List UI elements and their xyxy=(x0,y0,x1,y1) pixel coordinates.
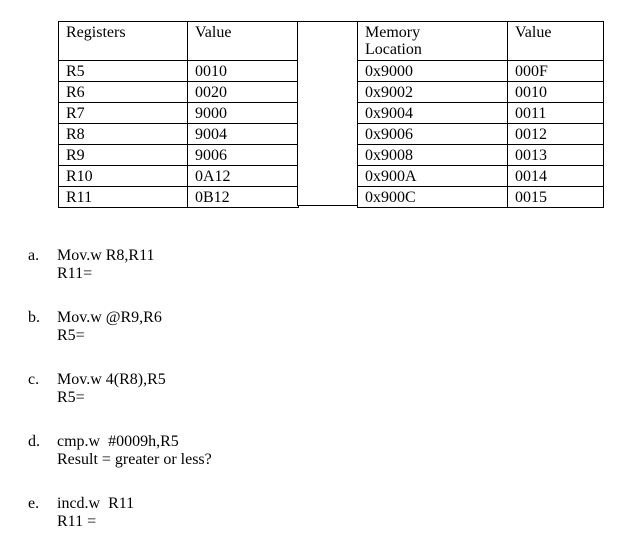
register-value-cell: 9006 xyxy=(187,144,299,166)
question-instruction: Mov.w @R9,R6 xyxy=(57,309,162,326)
memory-address-cell: 0x9002 xyxy=(357,81,508,103)
question-instruction: cmp.w #0009h,R5 xyxy=(57,433,179,450)
memory-value-cell: 000F xyxy=(507,60,604,82)
table-row: R7 9000 xyxy=(58,102,299,124)
questions-list: a. Mov.w R8,R11 R11= b. Mov.w @R9,R6 R5=… xyxy=(28,247,212,550)
registers-table: Registers Value R5 0010 R6 0020 R7 9000 … xyxy=(58,21,299,208)
table-row: 0x900C 0015 xyxy=(357,186,604,208)
question-label: a. xyxy=(28,247,40,264)
question-body: Mov.w 4(R8),R5 R5= xyxy=(57,371,166,407)
table-row: R10 0A12 xyxy=(58,165,299,187)
question-prompt: R11= xyxy=(57,265,93,282)
memory-address-cell: 0x900C xyxy=(357,186,508,208)
register-name-cell: R6 xyxy=(58,81,188,103)
registers-header-cell: Registers xyxy=(58,21,188,61)
memory-value-cell: 0010 xyxy=(507,81,604,103)
table-row: R6 0020 xyxy=(58,81,299,103)
registers-value-header-cell: Value xyxy=(187,21,299,61)
memory-address-cell: 0x9000 xyxy=(357,60,508,82)
table-row: R11 0B12 xyxy=(58,186,299,208)
question-body: Mov.w @R9,R6 R5= xyxy=(57,309,162,345)
register-name-cell: R9 xyxy=(58,144,188,166)
memory-address-cell: 0x900A xyxy=(357,165,508,187)
register-name-cell: R5 xyxy=(58,60,188,82)
memory-address-cell: 0x9006 xyxy=(357,123,508,145)
register-name-cell: R11 xyxy=(58,186,188,208)
memory-value-cell: 0015 xyxy=(507,186,604,208)
register-name-cell: R7 xyxy=(58,102,188,124)
memory-value-cell: 0011 xyxy=(507,102,604,124)
question-instruction: incd.w R11 xyxy=(57,495,135,512)
register-value-cell: 0010 xyxy=(187,60,299,82)
question-label: d. xyxy=(28,433,40,450)
memory-value-cell: 0014 xyxy=(507,165,604,187)
register-value-cell: 0A12 xyxy=(187,165,299,187)
question-prompt: R5= xyxy=(57,389,85,406)
registers-header-row: Registers Value xyxy=(58,21,299,61)
table-spacer-column xyxy=(297,21,358,206)
question-prompt: Result = greater or less? xyxy=(57,451,212,468)
register-value-cell: 0B12 xyxy=(187,186,299,208)
table-row: R8 9004 xyxy=(58,123,299,145)
question-c: c. Mov.w 4(R8),R5 R5= xyxy=(28,371,212,407)
table-row: 0x9000 000F xyxy=(357,60,604,82)
question-e: e. incd.w R11 R11 = xyxy=(28,495,212,531)
memory-address-cell: 0x9008 xyxy=(357,144,508,166)
table-row: R9 9006 xyxy=(58,144,299,166)
question-prompt: R11 = xyxy=(57,513,97,530)
question-body: cmp.w #0009h,R5 Result = greater or less… xyxy=(57,433,212,469)
question-instruction: Mov.w R8,R11 xyxy=(57,247,155,264)
table-row: 0x9008 0013 xyxy=(357,144,604,166)
table-row: R5 0010 xyxy=(58,60,299,82)
register-name-cell: R10 xyxy=(58,165,188,187)
question-body: Mov.w R8,R11 R11= xyxy=(57,247,155,283)
question-a: a. Mov.w R8,R11 R11= xyxy=(28,247,212,283)
question-label: b. xyxy=(28,309,40,326)
memory-address-cell: 0x9004 xyxy=(357,102,508,124)
table-row: 0x9002 0010 xyxy=(357,81,604,103)
register-value-cell: 9000 xyxy=(187,102,299,124)
question-prompt: R5= xyxy=(57,327,85,344)
table-row: 0x9006 0012 xyxy=(357,123,604,145)
memory-location-header-cell: Memory Location xyxy=(357,21,508,61)
question-d: d. cmp.w #0009h,R5 Result = greater or l… xyxy=(28,433,212,469)
question-b: b. Mov.w @R9,R6 R5= xyxy=(28,309,212,345)
memory-header-row: Memory Location Value xyxy=(357,21,604,61)
question-label: c. xyxy=(28,371,40,388)
register-value-cell: 0020 xyxy=(187,81,299,103)
memory-value-cell: 0012 xyxy=(507,123,604,145)
table-row: 0x9004 0011 xyxy=(357,102,604,124)
question-label: e. xyxy=(28,495,40,512)
register-value-cell: 9004 xyxy=(187,123,299,145)
memory-table: Memory Location Value 0x9000 000F 0x9002… xyxy=(357,21,604,208)
memory-value-header-cell: Value xyxy=(507,21,604,61)
question-instruction: Mov.w 4(R8),R5 xyxy=(57,371,166,388)
register-name-cell: R8 xyxy=(58,123,188,145)
memory-value-cell: 0013 xyxy=(507,144,604,166)
question-body: incd.w R11 R11 = xyxy=(57,495,134,531)
table-row: 0x900A 0014 xyxy=(357,165,604,187)
